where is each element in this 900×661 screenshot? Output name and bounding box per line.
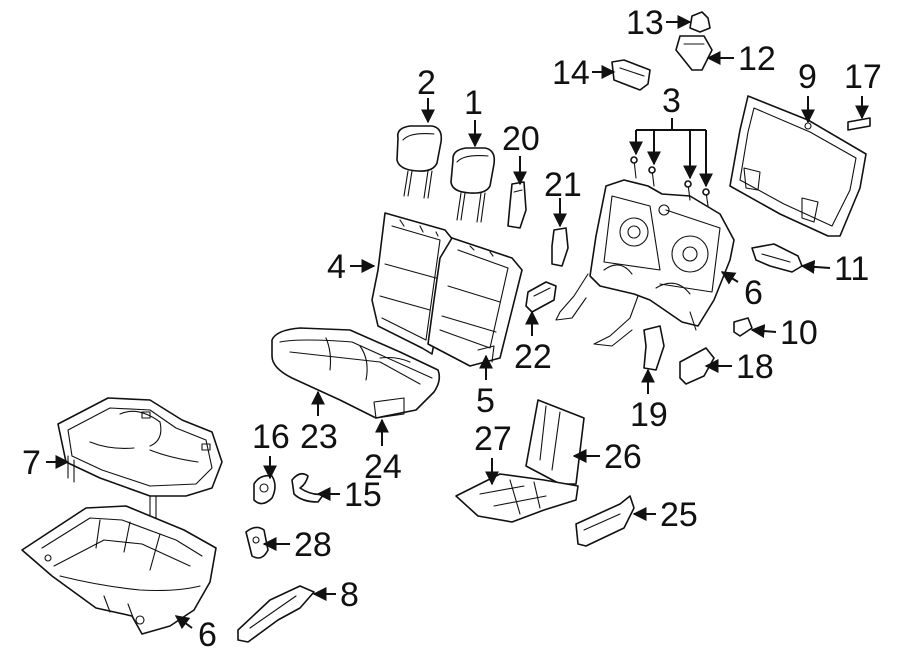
cover-part-18 (679, 347, 715, 385)
seat-cushion-23-24 (271, 327, 441, 419)
callout-21: 21 (544, 166, 582, 204)
callout-16: 16 (252, 418, 290, 456)
callout-26: 26 (604, 438, 642, 476)
bracket-part-20 (507, 181, 527, 229)
rail-part-8 (237, 585, 315, 643)
callout-13: 13 (626, 4, 664, 42)
callout-19: 19 (630, 396, 668, 434)
bracket-part-21 (551, 227, 569, 267)
callout-24: 24 (364, 448, 402, 486)
seat-adjuster-frame-6 (21, 505, 217, 635)
callout-12: 12 (738, 40, 776, 78)
callout-6-seat-frame: 6 (198, 616, 217, 654)
callout-8: 8 (340, 576, 359, 614)
callout-numbers: 1 2 3 4 5 6 6 7 8 9 10 11 12 13 14 15 16… (22, 4, 882, 654)
cable-part-15 (291, 472, 325, 503)
seat-back-panel-9 (729, 95, 867, 237)
cover-part-19 (643, 325, 665, 371)
seat-frame-7 (57, 397, 223, 523)
cover-part-25 (575, 495, 635, 547)
callout-6-seat-back: 6 (744, 274, 763, 312)
headrest-part-2 (396, 125, 443, 199)
callout-23: 23 (300, 418, 338, 456)
callout-25: 25 (660, 496, 698, 534)
back-board-part-26 (525, 399, 585, 485)
callout-10: 10 (780, 314, 818, 352)
callout-1: 1 (464, 84, 483, 122)
bracket-part-11 (751, 243, 803, 273)
clip-part-10 (733, 317, 753, 337)
callout-20: 20 (502, 120, 540, 158)
callout-28: 28 (294, 526, 332, 564)
callout-27: 27 (474, 420, 512, 458)
label-part-17 (847, 117, 871, 131)
leader-lines (46, 15, 869, 630)
callout-15: 15 (344, 476, 382, 514)
bracket-part-28 (245, 526, 269, 559)
seat-back-cushion-5 (427, 237, 523, 367)
callout-4: 4 (327, 248, 346, 286)
bracket-part-22 (525, 281, 557, 313)
bolts-part-3 (630, 156, 710, 207)
bracket-part-14 (611, 59, 651, 91)
bracket-part-12 (675, 35, 713, 71)
callout-14: 14 (552, 54, 590, 92)
callout-22: 22 (514, 338, 552, 376)
callout-9: 9 (798, 58, 817, 96)
seat-back-frame-6 (555, 179, 735, 347)
callout-17: 17 (844, 58, 882, 96)
callout-7: 7 (22, 444, 41, 482)
seat-board-part-27 (455, 473, 579, 523)
callout-5: 5 (476, 382, 495, 420)
callout-2: 2 (417, 64, 436, 102)
callout-11: 11 (834, 250, 869, 288)
callout-3: 3 (662, 82, 681, 120)
pivot-part-16 (253, 474, 276, 505)
headrest-part-1 (450, 147, 496, 223)
callout-18: 18 (736, 348, 774, 386)
clip-part-13 (689, 11, 711, 33)
